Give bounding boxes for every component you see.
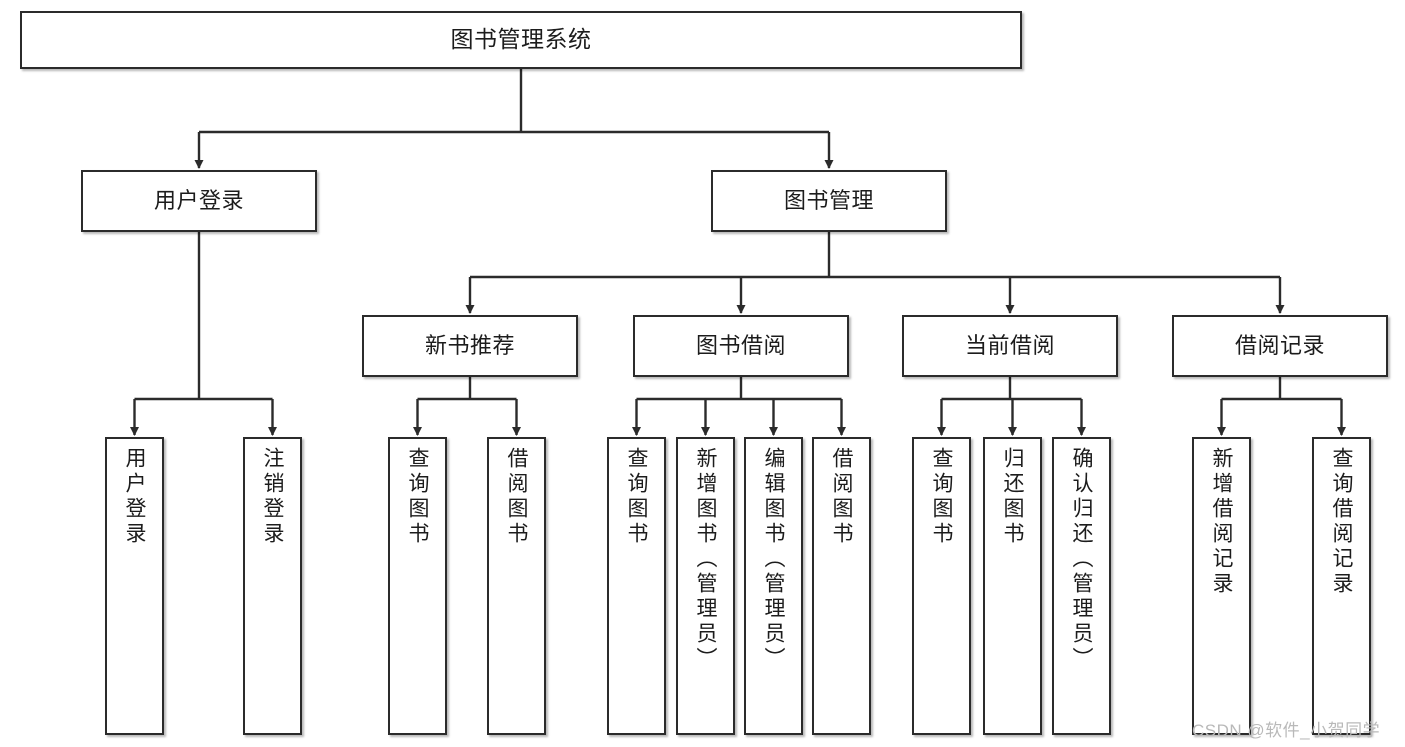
node-label: 用户登录 — [153, 187, 244, 213]
node-bookmgmt[interactable]: 图书管理 — [711, 170, 947, 232]
node-leaf12[interactable]: 新增借阅记录 — [1192, 437, 1251, 735]
node-label: 新书推荐 — [424, 332, 515, 358]
node-label: 借阅图书 — [830, 447, 853, 547]
node-login[interactable]: 用户登录 — [81, 170, 317, 232]
node-label: 借阅图书 — [505, 447, 528, 547]
node-label: 编辑图书（管理员） — [762, 447, 785, 672]
node-leaf6[interactable]: 新增图书（管理员） — [676, 437, 735, 735]
node-leaf1[interactable]: 用户登录 — [105, 437, 164, 735]
node-label: 图书借阅 — [695, 332, 786, 358]
node-label: 查询图书 — [625, 447, 648, 547]
node-leaf13[interactable]: 查询借阅记录 — [1312, 437, 1371, 735]
node-borrow[interactable]: 图书借阅 — [633, 315, 849, 377]
node-label: 当前借阅 — [964, 332, 1055, 358]
node-label: 查询借阅记录 — [1330, 447, 1353, 597]
node-label: 查询图书 — [930, 447, 953, 547]
node-label: 图书管理 — [783, 187, 874, 213]
node-newbook[interactable]: 新书推荐 — [362, 315, 578, 377]
node-leaf7[interactable]: 编辑图书（管理员） — [744, 437, 803, 735]
csdn-watermark: CSDN @软件_小贺同学 — [1192, 721, 1381, 740]
node-label: 归还图书 — [1001, 447, 1024, 547]
node-leaf9[interactable]: 查询图书 — [912, 437, 971, 735]
node-label: 确认归还（管理员） — [1070, 447, 1093, 672]
node-leaf4[interactable]: 借阅图书 — [487, 437, 546, 735]
edge-group — [130, 69, 1346, 436]
node-leaf10[interactable]: 归还图书 — [983, 437, 1042, 735]
node-records[interactable]: 借阅记录 — [1172, 315, 1388, 377]
node-leaf3[interactable]: 查询图书 — [388, 437, 447, 735]
node-label: 注销登录 — [261, 447, 284, 547]
node-label: 查询图书 — [406, 447, 429, 547]
node-current[interactable]: 当前借阅 — [902, 315, 1118, 377]
node-leaf2[interactable]: 注销登录 — [243, 437, 302, 735]
node-leaf11[interactable]: 确认归还（管理员） — [1052, 437, 1111, 735]
node-label: 借阅记录 — [1234, 332, 1325, 358]
node-label: 用户登录 — [123, 447, 146, 547]
node-label: 新增图书（管理员） — [694, 447, 717, 672]
node-leaf5[interactable]: 查询图书 — [607, 437, 666, 735]
node-root[interactable]: 图书管理系统 — [20, 11, 1022, 69]
node-label: 图书管理系统 — [450, 26, 592, 53]
node-leaf8[interactable]: 借阅图书 — [812, 437, 871, 735]
node-label: 新增借阅记录 — [1210, 447, 1233, 597]
